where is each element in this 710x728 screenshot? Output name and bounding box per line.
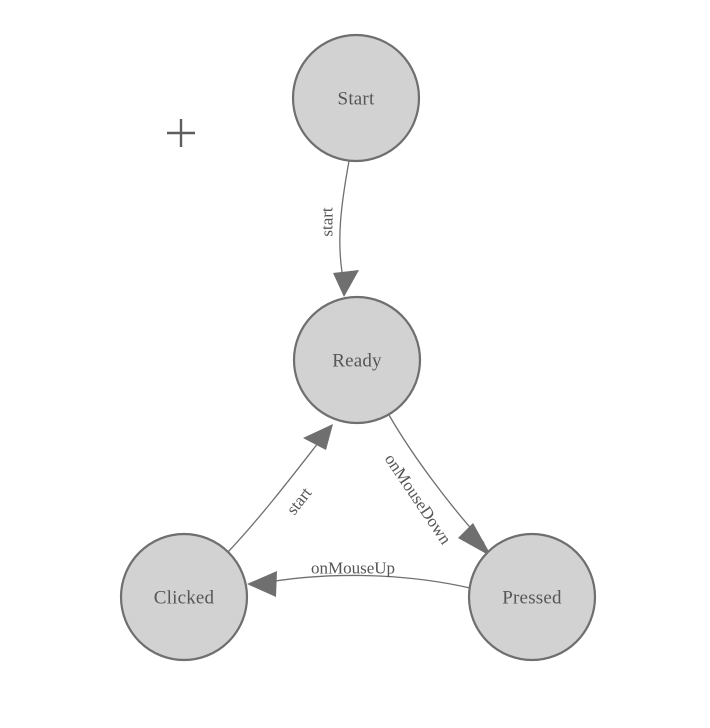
edge-pressed-to-clicked-arrowhead	[247, 571, 277, 597]
state-node-pressed-circle[interactable]	[467, 532, 597, 662]
edge-start-to-ready-arrowhead	[333, 270, 359, 297]
crosshair-cursor-icon	[167, 119, 195, 147]
edge-label-ready-to-pressed: onMouseDown	[381, 450, 456, 548]
state-node-start-circle[interactable]	[291, 33, 421, 163]
state-node-clicked-circle[interactable]	[119, 532, 249, 662]
state-node-start-label: Start	[338, 89, 375, 110]
edge-ready-to-pressed-arrowhead	[458, 523, 492, 557]
edge-start-to-ready[interactable]: start	[318, 160, 360, 297]
state-node-clicked-label: Clicked	[154, 588, 215, 609]
state-node-ready-label: Ready	[332, 351, 382, 372]
edge-pressed-to-clicked-path	[257, 574, 471, 589]
edge-start-to-ready-path	[339, 160, 350, 273]
edge-pressed-to-clicked[interactable]: onMouseUp	[247, 559, 471, 598]
edge-clicked-to-ready-arrowhead	[303, 424, 333, 450]
edge-label-clicked-to-ready: start	[283, 483, 316, 518]
edge-ready-to-pressed[interactable]: onMouseDown	[381, 414, 492, 557]
state-node-ready[interactable]: Ready	[292, 295, 422, 425]
state-node-ready-circle[interactable]	[292, 295, 422, 425]
state-node-start[interactable]: Start	[291, 33, 421, 163]
state-node-pressed[interactable]: Pressed	[467, 532, 597, 662]
edge-clicked-to-ready-path	[227, 437, 323, 553]
edge-clicked-to-ready[interactable]: start	[227, 424, 333, 553]
state-node-pressed-label: Pressed	[502, 588, 562, 609]
state-node-clicked[interactable]: Clicked	[119, 532, 249, 662]
edge-label-start-to-ready: start	[318, 207, 337, 237]
edge-label-pressed-to-clicked: onMouseUp	[311, 559, 395, 578]
